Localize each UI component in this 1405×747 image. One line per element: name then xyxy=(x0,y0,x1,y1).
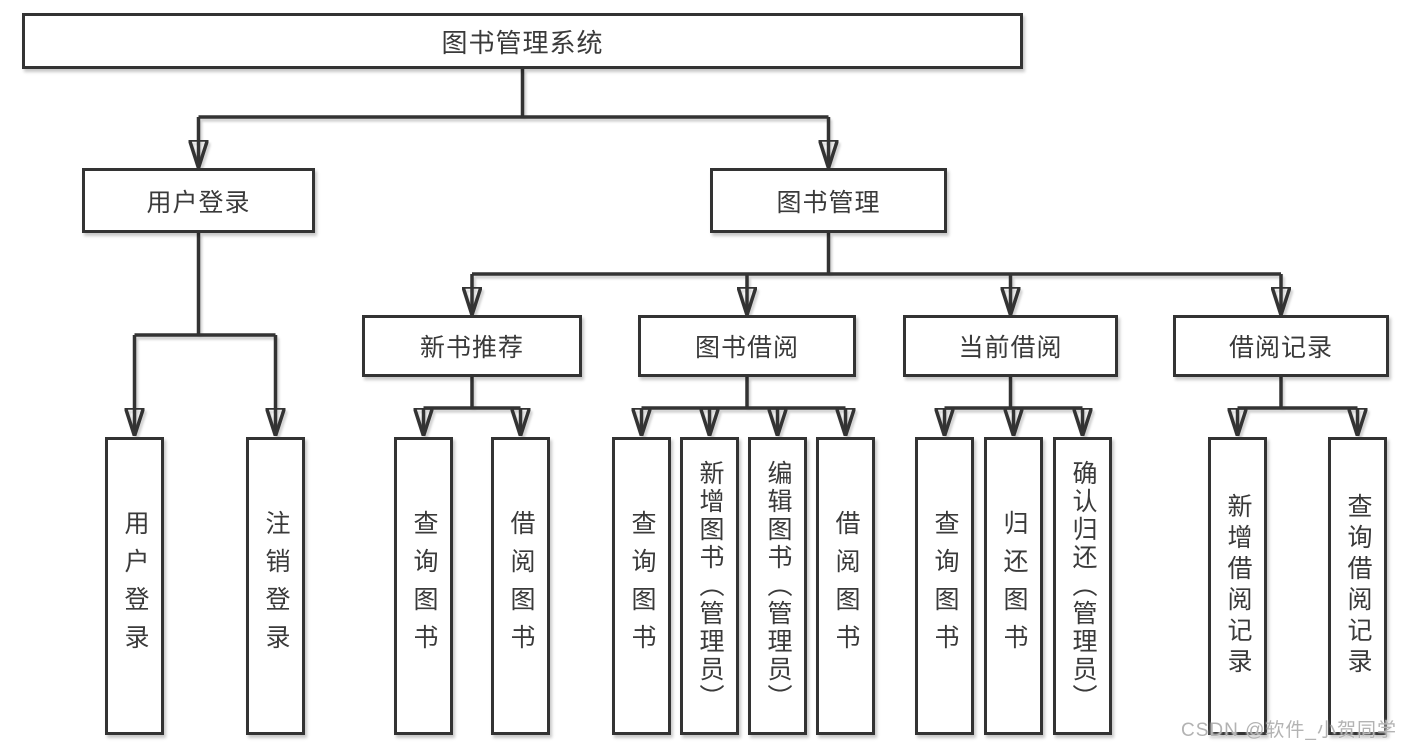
node-user-login-label: 用户登录 xyxy=(146,188,251,217)
node-root: 图书管理系统 xyxy=(22,13,1023,69)
leaf-cb-query-books-label: 查询图书 xyxy=(931,510,959,662)
leaf-nbr-query-books-label: 查询图书 xyxy=(410,510,438,662)
node-borrow-records-label: 借阅记录 xyxy=(1228,334,1333,362)
leaf-user-login: 用户登录 xyxy=(105,437,164,735)
leaf-logout: 注销登录 xyxy=(246,437,305,735)
leaf-cb-confirm-return-admin: 确认归还（管理员） xyxy=(1053,437,1112,735)
node-book-borrow-label: 图书借阅 xyxy=(694,334,799,362)
leaf-cb-query-books: 查询图书 xyxy=(915,437,974,735)
leaf-bb-borrow-books-label: 借阅图书 xyxy=(832,510,860,662)
leaf-bb-edit-books-admin-label: 编辑图书（管理员） xyxy=(764,460,792,712)
node-user-login: 用户登录 xyxy=(82,168,315,233)
leaf-cb-return-books-label: 归还图书 xyxy=(1000,510,1028,662)
leaf-br-query-record: 查询借阅记录 xyxy=(1328,437,1387,735)
leaf-nbr-borrow-books-label: 借阅图书 xyxy=(507,510,535,662)
leaf-nbr-query-books: 查询图书 xyxy=(394,437,453,735)
node-book-borrow: 图书借阅 xyxy=(638,315,856,377)
leaf-br-add-record-label: 新增借阅记录 xyxy=(1224,493,1252,679)
node-current-borrow: 当前借阅 xyxy=(903,315,1118,377)
node-borrow-records: 借阅记录 xyxy=(1173,315,1389,377)
watermark: CSDN @软件_小贺同学 xyxy=(1181,720,1397,741)
node-new-book-recommend: 新书推荐 xyxy=(362,315,582,377)
leaf-nbr-borrow-books: 借阅图书 xyxy=(491,437,550,735)
leaf-bb-borrow-books: 借阅图书 xyxy=(816,437,875,735)
leaf-br-query-record-label: 查询借阅记录 xyxy=(1344,493,1372,679)
leaf-bb-query-books: 查询图书 xyxy=(612,437,671,735)
node-root-label: 图书管理系统 xyxy=(441,27,604,58)
leaf-user-login-label: 用户登录 xyxy=(121,510,149,662)
leaf-logout-label: 注销登录 xyxy=(262,510,290,662)
node-current-borrow-label: 当前借阅 xyxy=(958,334,1063,362)
leaf-cb-return-books: 归还图书 xyxy=(984,437,1043,735)
node-book-management-label: 图书管理 xyxy=(776,188,881,217)
leaf-br-add-record: 新增借阅记录 xyxy=(1208,437,1267,735)
node-book-management: 图书管理 xyxy=(710,168,947,233)
leaf-bb-add-books-admin-label: 新增图书（管理员） xyxy=(696,460,724,712)
leaf-bb-add-books-admin: 新增图书（管理员） xyxy=(680,437,739,735)
leaf-bb-query-books-label: 查询图书 xyxy=(628,510,656,662)
leaf-bb-edit-books-admin: 编辑图书（管理员） xyxy=(748,437,807,735)
node-new-book-recommend-label: 新书推荐 xyxy=(419,334,524,362)
leaf-cb-confirm-return-admin-label: 确认归还（管理员） xyxy=(1069,460,1097,712)
